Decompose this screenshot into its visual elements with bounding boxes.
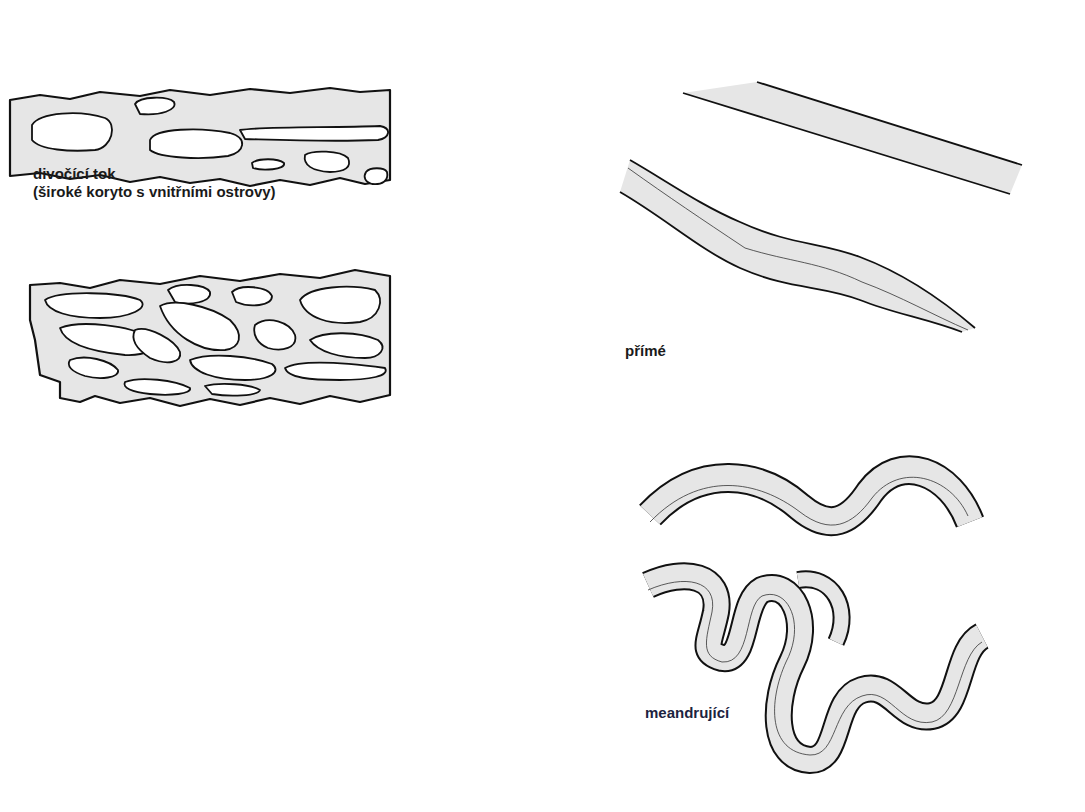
braided-river-upper xyxy=(10,88,390,186)
channel-type-label: (široké koryto s vnitřními ostrovy) xyxy=(33,183,276,201)
straight-channels xyxy=(620,82,1022,332)
channel-type-label: divočící tok xyxy=(33,165,116,183)
channel-type-label: přímé xyxy=(625,342,666,360)
channel-type-label: meandrující xyxy=(645,704,729,722)
braided-river-lower xyxy=(30,270,390,406)
